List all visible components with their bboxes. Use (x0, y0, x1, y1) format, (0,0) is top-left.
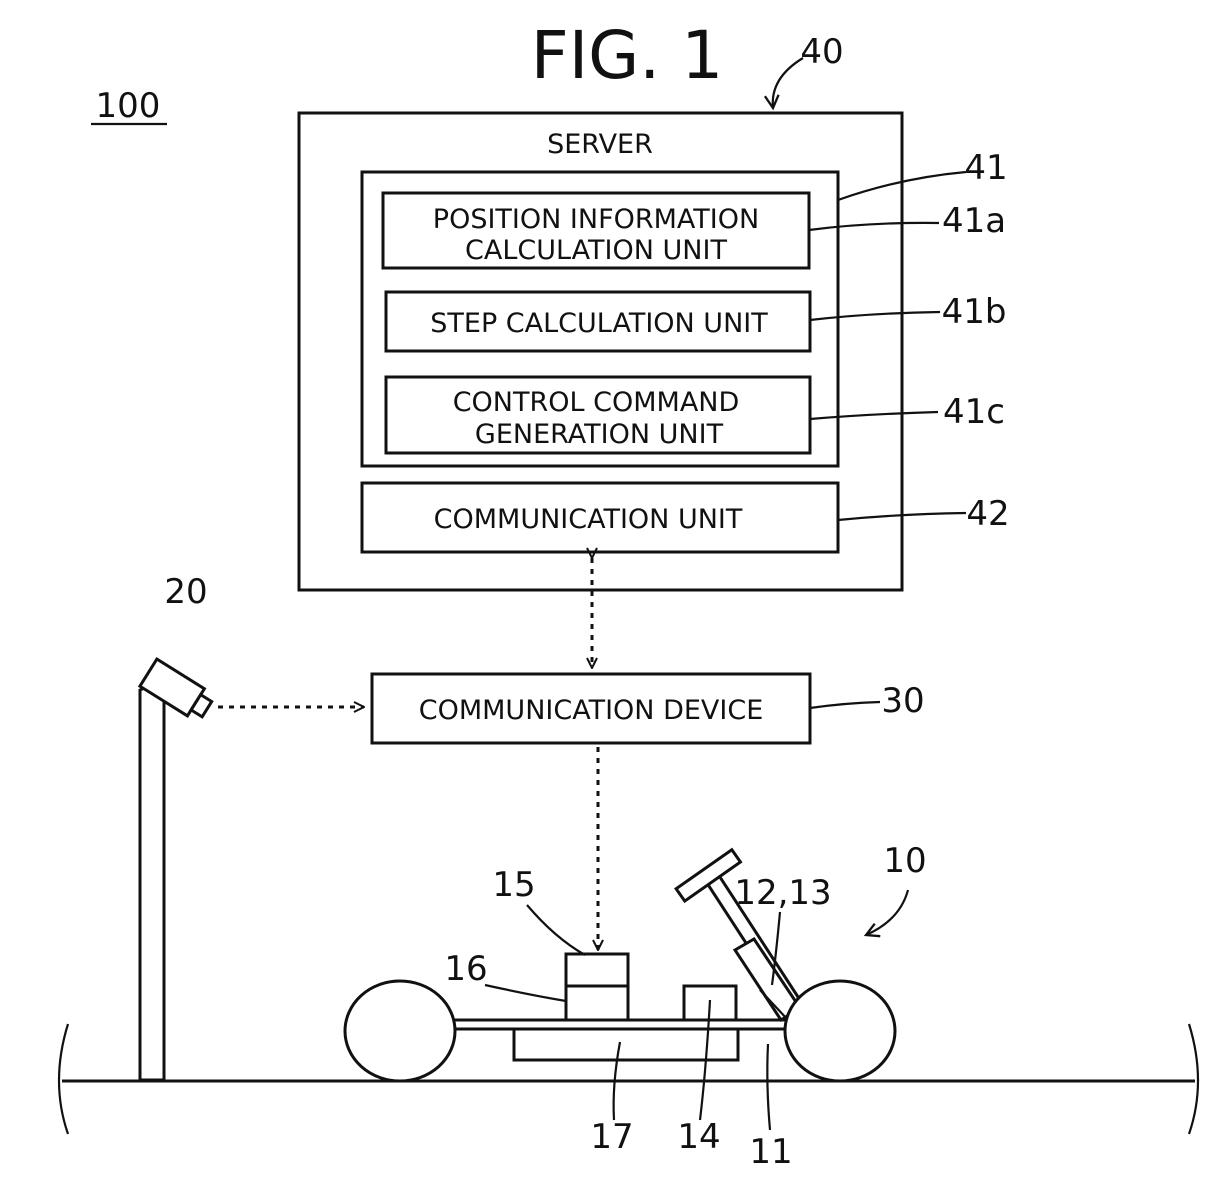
ground-right-break (1189, 1024, 1198, 1134)
control-unit-15-leader (527, 905, 585, 955)
vehicle-ref-label: 10 (883, 841, 926, 881)
step-calculation-unit-label: STEP CALCULATION UNIT (430, 308, 768, 339)
rear-wheel (345, 981, 455, 1081)
control-unit-16-leader (485, 985, 566, 1001)
communication-device-leader (810, 702, 880, 708)
position-information-unit-line2: CALCULATION UNIT (465, 235, 727, 266)
processor-ref-label: 41 (964, 148, 1007, 188)
position-information-unit-ref: 41a (942, 201, 1006, 241)
ground-left-break (59, 1024, 68, 1134)
steering-ref-label: 12,13 (734, 873, 831, 913)
control-command-unit-line1: CONTROL COMMAND (453, 387, 740, 418)
battery-unit-17-ref: 17 (590, 1117, 633, 1157)
server-title: SERVER (547, 129, 653, 160)
vehicle-ref-leader (866, 890, 908, 935)
front-wheel (785, 981, 895, 1081)
control-unit-16 (566, 986, 628, 1020)
communication-device-label: COMMUNICATION DEVICE (419, 695, 764, 726)
communication-unit-label: COMMUNICATION UNIT (434, 504, 743, 535)
control-unit-16-ref: 16 (444, 949, 487, 989)
control-command-unit-line2: GENERATION UNIT (475, 419, 724, 450)
server-ref-leader (773, 58, 803, 108)
step-calculation-unit-ref: 41b (942, 292, 1007, 332)
communication-device-ref: 30 (881, 681, 924, 721)
server-ref-label: 40 (800, 32, 843, 72)
camera-ref-label: 20 (164, 572, 207, 612)
chassis-ref-leader (767, 1044, 770, 1130)
chassis-ref-label: 11 (749, 1132, 792, 1172)
control-command-unit-ref: 41c (943, 392, 1005, 432)
unit-14-ref: 14 (677, 1117, 720, 1157)
communication-unit-ref: 42 (966, 494, 1009, 534)
system-ref-label: 100 (96, 86, 161, 126)
figure-title: FIG. 1 (531, 17, 724, 94)
position-information-unit-line1: POSITION INFORMATION (433, 204, 759, 235)
control-unit-15-ref: 15 (492, 865, 535, 905)
control-unit-15 (566, 954, 628, 986)
camera-pole (140, 684, 164, 1080)
